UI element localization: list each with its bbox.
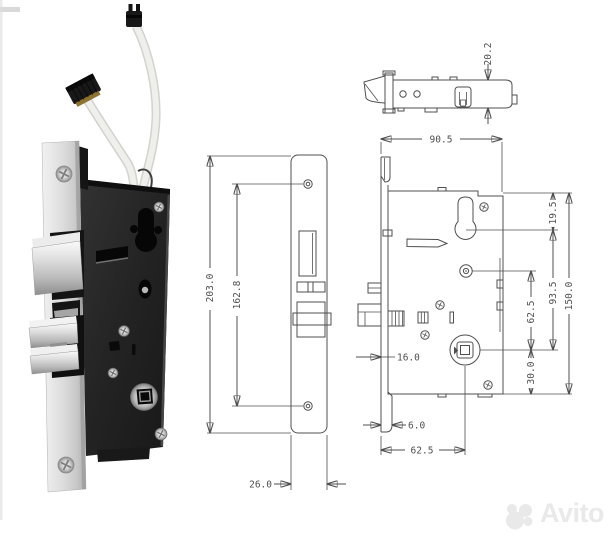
- mortise-lock-photo: [0, 0, 170, 520]
- pointer-part: [406, 238, 449, 248]
- slot-cutout: [95, 246, 129, 264]
- watermark-brand: Avito: [540, 498, 605, 528]
- dim-lip: 6.0: [363, 421, 425, 432]
- faceplate-screws: [55, 165, 75, 474]
- wire-connector-large: [65, 73, 101, 107]
- pin-hole: [459, 264, 473, 278]
- latch-bolt: [31, 230, 84, 300]
- latch-bolt-side: [380, 156, 391, 183]
- stop-notch: [109, 341, 120, 351]
- spindle-hub: [449, 334, 481, 366]
- thin-slot: [132, 344, 136, 355]
- scan-artifact: [0, 7, 20, 12]
- lock-case-top-edge: [80, 179, 170, 195]
- dim-body-width: 90.5: [381, 133, 502, 192]
- deadbolt-mechanism: [357, 282, 454, 327]
- dim-spindle-to-bottom: 30.0: [525, 350, 537, 394]
- dim-screw-spacing: 162.8: [231, 184, 303, 406]
- cylinder-cutout: [130, 208, 162, 252]
- dimension-label: 19.5: [548, 202, 559, 225]
- dim-top-to-cylinder: 19.5: [547, 193, 559, 230]
- dimension-label: 16.0: [397, 353, 420, 364]
- dim-body-height: 150.0: [563, 193, 575, 394]
- dim-overall-height: 203.0: [204, 156, 291, 433]
- dim-cylinder-to-spindle: 93.5: [547, 230, 559, 350]
- cable-right: [131, 23, 161, 189]
- dim-hub-to-spindle: 62.5: [525, 271, 537, 350]
- thin-wire: [137, 168, 153, 188]
- dimension-label: 90.5: [430, 135, 453, 146]
- top-view-outline: [363, 70, 518, 114]
- lock-case: [80, 185, 170, 456]
- lock-top-view-drawing: 20.2: [363, 43, 518, 124]
- dimension-label: 30.0: [526, 361, 537, 384]
- faceplate-front-view-drawing: 203.0 162.8 26.0: [204, 154, 346, 491]
- scan-artifact: [0, 0, 3, 520]
- cable-left: [82, 95, 139, 189]
- dim-body-thickness: 20.2: [483, 43, 494, 124]
- dimension-label: 203.0: [205, 273, 216, 302]
- dim-edge-offset: 16.0: [356, 353, 420, 364]
- dim-backset: 62.5: [381, 444, 465, 457]
- dimension-label: 150.0: [564, 281, 575, 310]
- watermark: Avito: [502, 494, 605, 534]
- case-bottom-step: [97, 447, 150, 462]
- faceplate-outline: [290, 154, 332, 434]
- cylinder-hole: [454, 196, 477, 240]
- dimension-label: 62.5: [411, 446, 434, 457]
- case-edge-highlight: [160, 194, 170, 447]
- extension-lines: [380, 192, 572, 455]
- dimension-label: 93.5: [548, 282, 559, 305]
- screw-hole: [479, 202, 489, 212]
- case-strip: [78, 146, 88, 190]
- screw-hole: [420, 330, 430, 340]
- dimension-label: 20.2: [483, 43, 494, 66]
- case-screws: [107, 201, 168, 441]
- deadbolt: [28, 315, 84, 378]
- avito-logo-icon: [506, 504, 533, 530]
- side-view-outline: [357, 156, 504, 433]
- edge-channel: [496, 258, 504, 332]
- dim-plate-width: 26.0: [249, 435, 346, 491]
- dimension-label: 26.0: [249, 480, 272, 491]
- spindle-hub: [130, 383, 158, 411]
- pin-hole: [138, 279, 152, 299]
- dimension-label: 162.8: [232, 280, 243, 309]
- wire-connector-small: [126, 4, 142, 27]
- lock-side-view-drawing: 90.5: [356, 133, 575, 457]
- faceplate-lip: [381, 391, 393, 433]
- dimension-label: 6.0: [408, 421, 425, 432]
- dimension-label: 62.5: [526, 301, 537, 324]
- screw-hole: [483, 380, 493, 390]
- screw-hole: [435, 300, 445, 310]
